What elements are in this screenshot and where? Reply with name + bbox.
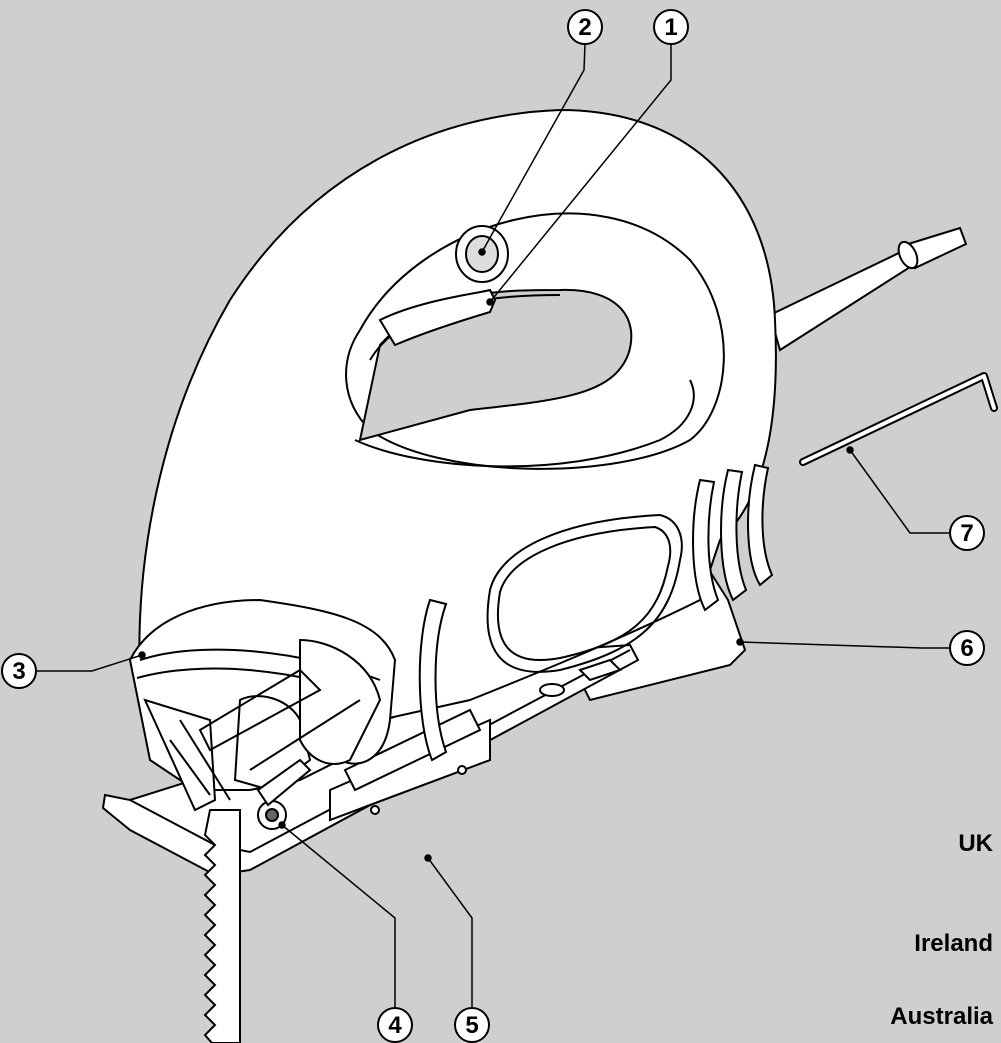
callout-4: 4 <box>377 1007 413 1043</box>
region-label-ireland: Ireland <box>914 930 993 957</box>
callout-5-number: 5 <box>465 1012 478 1039</box>
callout-7: 7 <box>949 515 985 551</box>
callout-6-number: 6 <box>960 635 973 662</box>
handle <box>345 212 725 470</box>
callout-4-number: 4 <box>388 1012 402 1039</box>
callout-3-number: 3 <box>12 658 25 685</box>
hex-key <box>799 372 998 466</box>
callout-1: 1 <box>653 9 689 45</box>
callout-2: 2 <box>567 9 603 45</box>
trigger-switch <box>378 288 497 347</box>
motor-vents <box>418 463 774 762</box>
saw-blade <box>203 809 241 1043</box>
callout-6: 6 <box>949 630 985 666</box>
region-label-uk: UK <box>958 830 993 857</box>
callout-2-number: 2 <box>578 14 591 41</box>
leader-lines <box>36 43 950 1008</box>
callout-7-number: 7 <box>960 520 973 547</box>
label-panel <box>486 513 683 673</box>
blade-clamp-screw <box>256 758 312 830</box>
callout-3: 3 <box>1 653 37 689</box>
callout-5: 5 <box>454 1007 490 1043</box>
callout-1-number: 1 <box>664 14 677 41</box>
power-cord <box>768 226 968 352</box>
region-label-australia: Australia <box>890 1003 993 1030</box>
